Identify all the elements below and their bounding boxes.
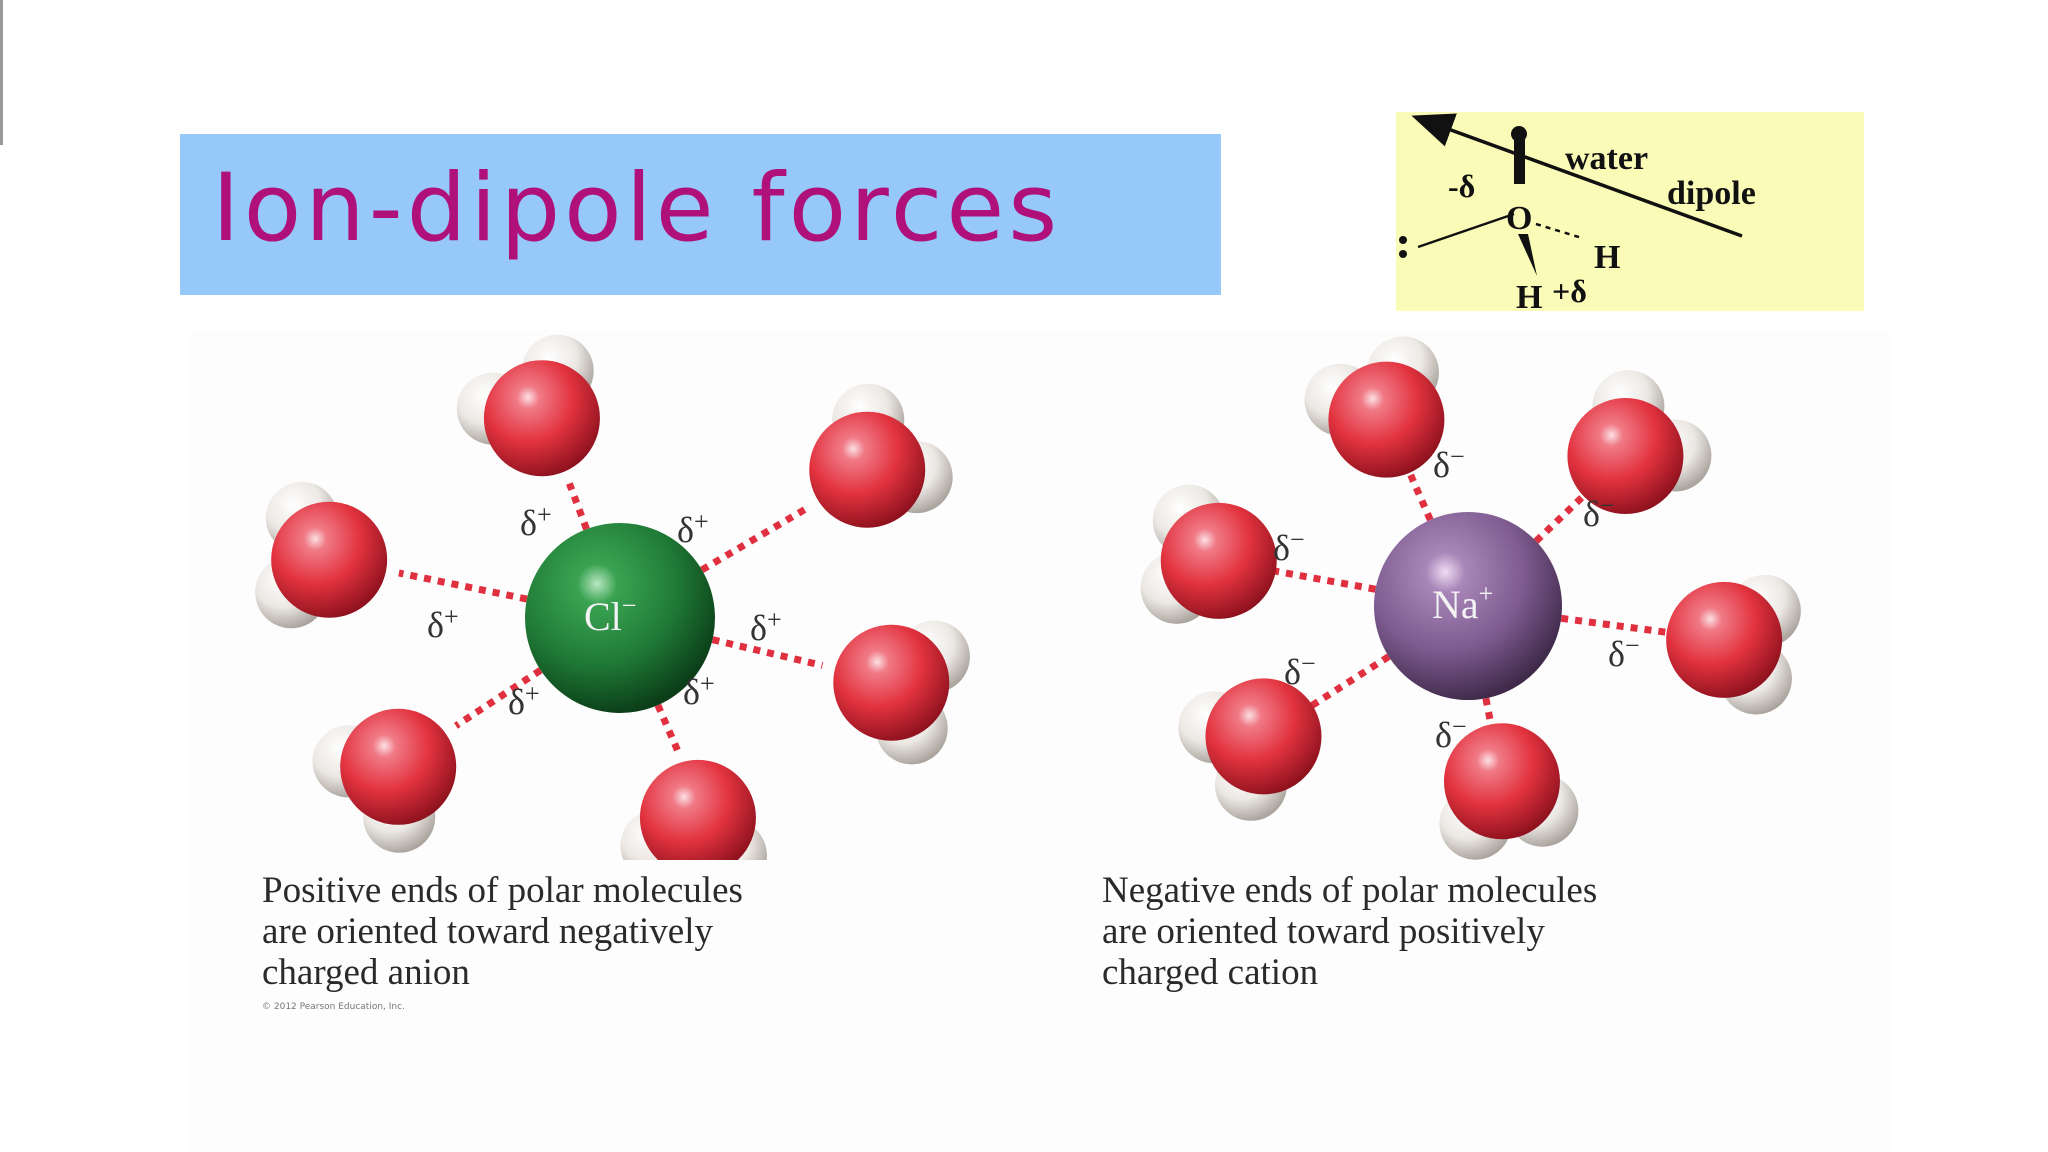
- ion-dipole-bond: [1261, 565, 1377, 593]
- cation-caption: Negative ends of polar molecules are ori…: [1102, 870, 1597, 993]
- partial-charge-label: δ−: [1273, 525, 1305, 568]
- partial-charge-label: δ+: [677, 507, 709, 550]
- anion-caption-line: charged anion: [262, 952, 470, 993]
- cation-caption-line: Negative ends of polar molecules: [1102, 870, 1598, 911]
- partial-charge-label: δ+: [427, 602, 459, 645]
- water-molecule: [312, 708, 457, 853]
- partial-charge-label: δ+: [683, 669, 715, 712]
- oxygen-atom: [271, 501, 388, 618]
- water-molecule: [1567, 370, 1712, 515]
- oxygen-atom: [340, 708, 457, 825]
- dipole-bar-cap: [1511, 126, 1527, 142]
- ion-dipole-bond: [454, 667, 543, 729]
- partial-charge-label: δ−: [1284, 649, 1316, 692]
- ion-dipole-bond: [398, 569, 528, 603]
- copyright-notice: © 2012 Pearson Education, Inc.: [262, 1002, 405, 1012]
- hydration-diagram: Cl− Na+ δ+ δ+ δ+ δ+ δ+ δ+ δ− δ− δ− δ− δ− δ−: [255, 334, 1801, 860]
- left-edge-mark: [0, 0, 3, 145]
- water-molecule: [1178, 678, 1322, 821]
- anion-caption-line: Positive ends of polar molecules: [262, 870, 743, 911]
- oxygen-atom: [1205, 678, 1322, 795]
- hash-bond: [1535, 222, 1583, 240]
- dipole-arrow: [1411, 113, 1743, 238]
- ion-dipole-bond: [1560, 614, 1681, 638]
- partial-charge-label: δ+: [750, 605, 782, 648]
- chloride-ion: [525, 523, 715, 713]
- lone-pair-bond: [1417, 212, 1515, 249]
- water-dipole-diagram: water dipole -δ O H H +δ: [1399, 113, 1756, 311]
- oxygen-atom: [483, 360, 600, 477]
- partial-charge-label: δ+: [520, 500, 552, 543]
- cation-caption-line: are oriented toward positively: [1102, 911, 1545, 952]
- ion-dipole-bond: [1400, 458, 1434, 522]
- ion-dipole-bond: [711, 636, 824, 669]
- oxygen-atom: O: [1506, 200, 1532, 237]
- ion-dipole-bond: [654, 703, 682, 753]
- partial-charge-label: δ−: [1608, 631, 1640, 674]
- partial-charge-label: δ+: [508, 679, 540, 722]
- lone-pair-dot: [1399, 250, 1407, 258]
- water-molecule: [809, 383, 953, 528]
- water-molecule: [833, 620, 970, 765]
- water-molecule: [456, 334, 600, 477]
- sodium-ion: [1374, 512, 1562, 700]
- partial-charge-label: δ−: [1583, 491, 1615, 534]
- water-molecule: [1439, 723, 1579, 860]
- anion-caption: Positive ends of polar molecules are ori…: [262, 870, 743, 993]
- hydrogen-partial-charge: +δ: [1552, 273, 1587, 309]
- wedge-bond: [1518, 234, 1537, 276]
- water-dipole-inset: water dipole -δ O H H +δ: [1396, 112, 1864, 311]
- title-banner: Ion-dipole forces: [180, 134, 1221, 295]
- chloride-symbol: Cl−: [584, 591, 636, 639]
- oxygen-atom: [833, 624, 950, 741]
- cation-caption-line: charged cation: [1102, 952, 1319, 993]
- dipole-bar: [1514, 134, 1525, 184]
- dipole-label-dipole: dipole: [1667, 175, 1756, 212]
- ion-dipole-bond: [1298, 653, 1391, 716]
- lone-pair-dot: [1399, 236, 1407, 244]
- water-molecule: [1304, 336, 1445, 478]
- water-molecule: [620, 759, 767, 860]
- water-molecule: [255, 481, 388, 629]
- slide-title: Ion-dipole forces: [212, 154, 1062, 263]
- oxygen-atom: [1328, 361, 1445, 478]
- sodium-symbol: Na+: [1432, 579, 1493, 627]
- partial-charge-label: δ−: [1435, 712, 1467, 755]
- dipole-label-water: water: [1565, 140, 1648, 177]
- ion-dipole-bond: [700, 504, 810, 573]
- hydrogen-atom-bottom: H: [1516, 279, 1542, 311]
- oxygen-atom: [1160, 502, 1277, 619]
- anion-caption-line: are oriented toward negatively: [262, 911, 713, 952]
- oxygen-partial-charge: -δ: [1448, 168, 1475, 204]
- oxygen-atom: [639, 759, 756, 860]
- partial-charge-label: δ−: [1433, 442, 1465, 485]
- ion-dipole-bond: [566, 482, 590, 531]
- water-molecule: [1666, 574, 1801, 715]
- ion-dipole-figure: Cl− Na+ δ+ δ+ δ+ δ+ δ+ δ+ δ− δ− δ− δ− δ− δ− Positive…: [190, 330, 1890, 1152]
- oxygen-atom: [1666, 581, 1783, 698]
- oxygen-atom: [1567, 398, 1684, 515]
- oxygen-atom: [1443, 723, 1560, 840]
- oxygen-atom: [809, 411, 926, 528]
- hydrogen-atom-right: H: [1594, 239, 1620, 276]
- water-molecule: [1140, 484, 1277, 624]
